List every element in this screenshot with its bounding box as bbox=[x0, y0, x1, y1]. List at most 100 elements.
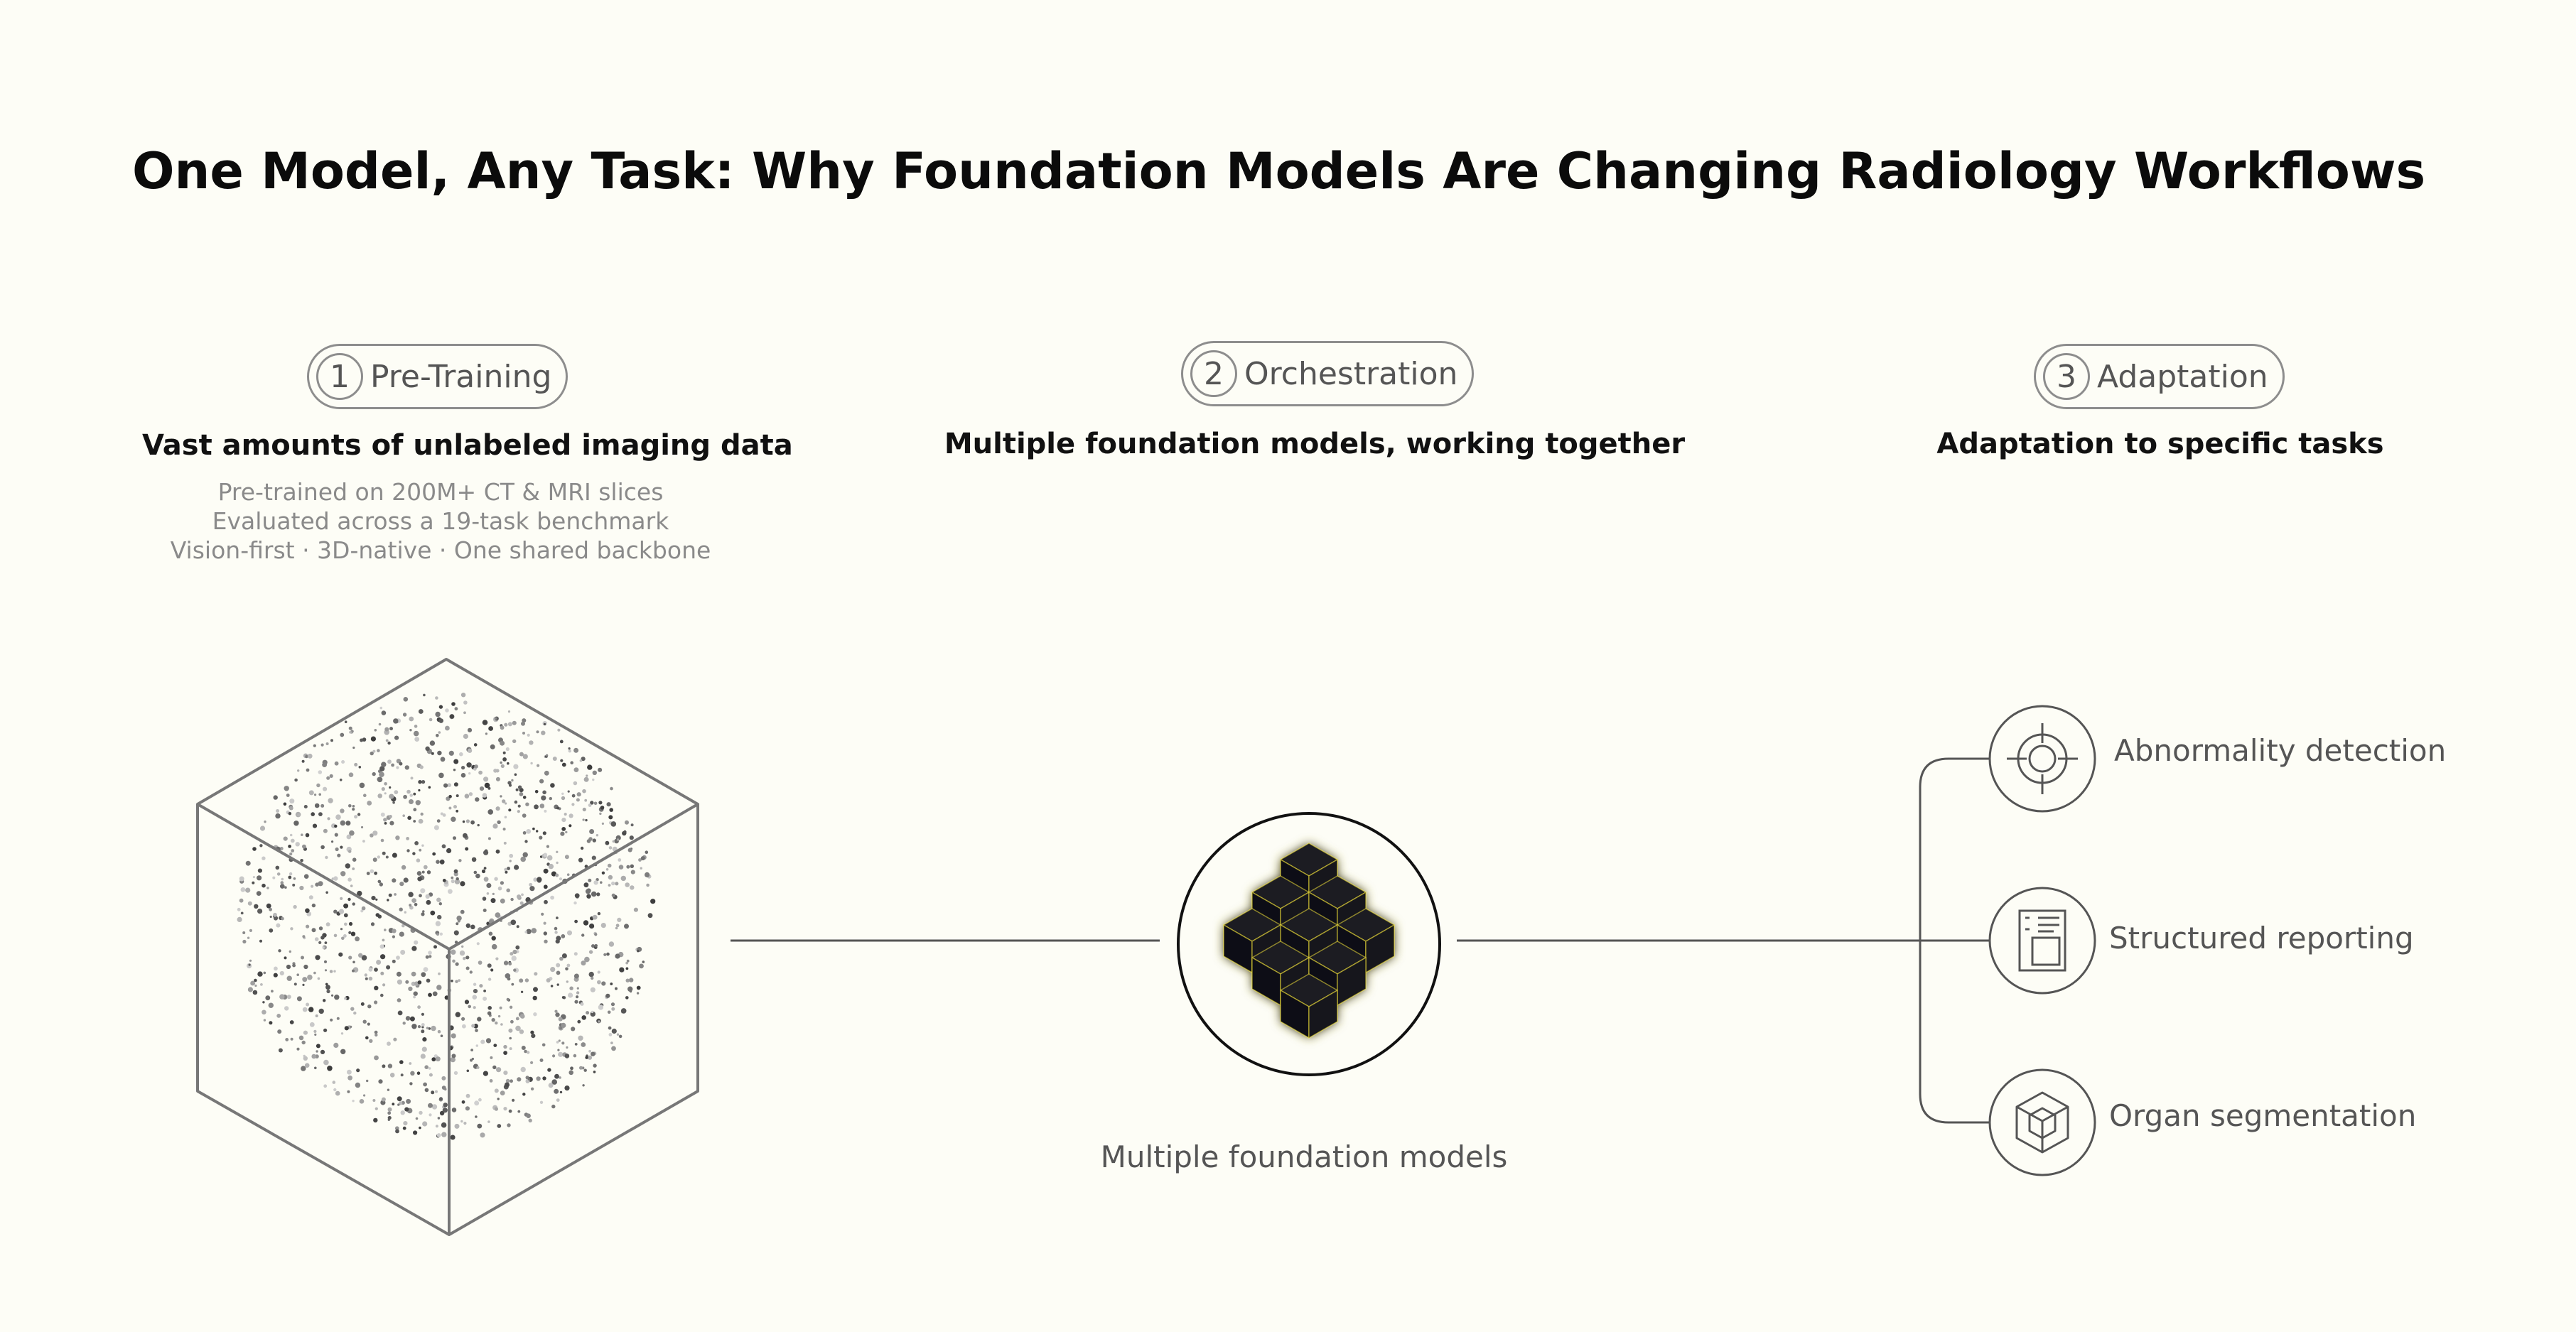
point-cloud-dot bbox=[367, 1022, 370, 1026]
point-cloud-dot bbox=[456, 809, 459, 813]
point-cloud-dot bbox=[441, 1132, 447, 1137]
point-cloud-dot bbox=[475, 873, 480, 879]
point-cloud-dot bbox=[352, 857, 357, 862]
point-cloud-dot bbox=[349, 731, 352, 734]
point-cloud-dot bbox=[464, 794, 470, 798]
point-cloud-dot bbox=[372, 771, 376, 776]
point-cloud-dot bbox=[551, 871, 557, 877]
point-cloud-dot bbox=[340, 845, 343, 849]
point-cloud-dot bbox=[520, 856, 526, 862]
point-cloud-dot bbox=[483, 1071, 489, 1076]
point-cloud-dot bbox=[507, 1123, 511, 1127]
point-cloud-dot bbox=[453, 836, 456, 840]
point-cloud-dot bbox=[624, 924, 629, 929]
point-cloud-dot bbox=[510, 897, 514, 901]
point-cloud-dot bbox=[530, 1061, 534, 1064]
point-cloud-dot bbox=[591, 1010, 594, 1014]
point-cloud-dot bbox=[387, 1118, 390, 1121]
point-cloud-dot bbox=[497, 886, 502, 891]
point-cloud-dot bbox=[284, 886, 287, 889]
point-cloud-dot bbox=[505, 870, 508, 874]
point-cloud-dot bbox=[487, 1120, 490, 1123]
point-cloud-dot bbox=[340, 871, 346, 877]
point-cloud-dot bbox=[392, 1103, 395, 1106]
point-cloud-dot bbox=[372, 830, 378, 836]
point-cloud-dot bbox=[307, 974, 313, 980]
point-cloud-dot bbox=[482, 720, 488, 725]
point-cloud-dot bbox=[350, 1025, 352, 1028]
point-cloud-dot bbox=[402, 814, 405, 817]
point-cloud-dot bbox=[492, 892, 495, 895]
point-cloud-dot bbox=[565, 967, 568, 971]
point-cloud-dot bbox=[448, 806, 452, 810]
point-cloud-dot bbox=[273, 916, 279, 921]
point-cloud-dot bbox=[485, 732, 488, 735]
point-cloud-dot bbox=[411, 971, 416, 977]
point-cloud-dot bbox=[551, 1104, 556, 1109]
point-cloud-dot bbox=[611, 893, 615, 897]
point-cloud-dot bbox=[421, 844, 424, 847]
point-cloud-dot bbox=[415, 800, 421, 806]
point-cloud-dot bbox=[574, 919, 578, 924]
point-cloud-dot bbox=[423, 693, 426, 697]
point-cloud-dot bbox=[598, 1020, 600, 1023]
point-cloud-dot bbox=[262, 883, 266, 888]
point-cloud-dot bbox=[387, 1107, 392, 1112]
point-cloud-dot bbox=[352, 805, 355, 808]
abnormality-detection-node bbox=[1988, 705, 2096, 813]
point-cloud-dot bbox=[377, 879, 382, 884]
point-cloud-dot bbox=[428, 951, 432, 955]
point-cloud-dot bbox=[647, 913, 653, 919]
point-cloud-dot bbox=[469, 970, 473, 974]
point-cloud-dot bbox=[407, 816, 411, 821]
point-cloud-dot bbox=[550, 783, 555, 788]
point-cloud-dot bbox=[517, 894, 522, 899]
point-cloud-dot bbox=[557, 728, 561, 732]
point-cloud-dot bbox=[615, 987, 618, 990]
step-3-number: 3 bbox=[2043, 353, 2090, 400]
point-cloud-dot bbox=[432, 991, 438, 997]
point-cloud-dot bbox=[409, 1082, 413, 1085]
step-1-heading: Vast amounts of unlabeled imaging data bbox=[142, 429, 793, 462]
point-cloud-dot bbox=[495, 806, 500, 811]
point-cloud-dot bbox=[495, 849, 500, 854]
point-cloud-dot bbox=[448, 889, 453, 894]
point-cloud-dot bbox=[568, 992, 573, 998]
point-cloud-dot bbox=[354, 815, 358, 819]
point-cloud-dot bbox=[438, 705, 443, 709]
point-cloud-dot bbox=[429, 740, 436, 746]
point-cloud-dot bbox=[290, 1037, 293, 1041]
point-cloud-dot bbox=[642, 960, 645, 963]
point-cloud-dot bbox=[533, 877, 538, 882]
point-cloud-dot bbox=[428, 1027, 431, 1030]
point-cloud-dot bbox=[370, 869, 374, 874]
point-cloud-dot bbox=[591, 976, 594, 980]
point-cloud-dot bbox=[350, 931, 356, 936]
point-cloud-dot bbox=[447, 783, 452, 787]
point-cloud-dot bbox=[364, 973, 367, 977]
point-cloud-dot bbox=[517, 785, 522, 789]
point-cloud-dot bbox=[586, 894, 591, 899]
point-cloud-dot bbox=[357, 813, 361, 816]
point-cloud-dot bbox=[377, 794, 382, 798]
point-cloud-dot bbox=[475, 1115, 478, 1118]
point-cloud-dot bbox=[275, 865, 280, 870]
point-cloud-dot bbox=[608, 941, 615, 947]
point-cloud-dot bbox=[529, 740, 534, 745]
point-cloud-dot bbox=[389, 794, 394, 799]
point-cloud-dot bbox=[384, 928, 387, 931]
point-cloud-dot bbox=[615, 882, 619, 886]
point-cloud-dot bbox=[256, 891, 262, 896]
point-cloud-dot bbox=[409, 1062, 412, 1065]
point-cloud-dot bbox=[254, 978, 257, 982]
point-cloud-dot bbox=[421, 1026, 424, 1029]
point-cloud-dot bbox=[645, 850, 649, 854]
point-cloud-dot bbox=[507, 781, 512, 785]
point-cloud-dot bbox=[325, 742, 329, 745]
point-cloud-dot bbox=[470, 924, 475, 930]
point-cloud-dot bbox=[543, 722, 546, 726]
point-cloud-dot bbox=[560, 831, 565, 836]
point-cloud-dot bbox=[402, 713, 407, 717]
point-cloud-dot bbox=[460, 909, 465, 914]
point-cloud-dot bbox=[298, 1035, 304, 1041]
